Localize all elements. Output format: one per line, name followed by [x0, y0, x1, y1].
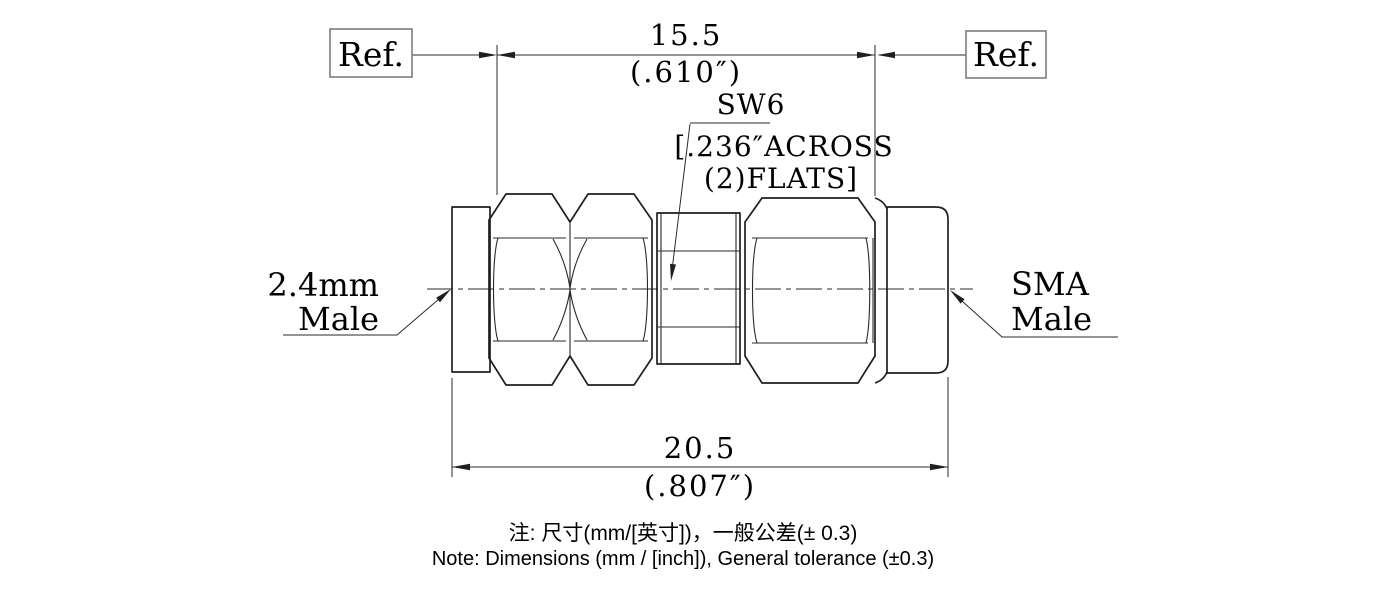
- ref-label-left: Ref.: [338, 35, 404, 74]
- right-port-leader-line: [951, 291, 1118, 338]
- dim-extension-lines: [451, 45, 949, 477]
- dim-overall-inch-label: (.807″): [644, 469, 756, 503]
- dim-top-mm-label: 15.5: [650, 18, 723, 52]
- sw6-note-line2: (2)FLATS]: [704, 162, 858, 195]
- dim-overall-mm-label: 20.5: [664, 431, 737, 465]
- sw6-note-line1: [.236″ACROSS: [674, 130, 893, 163]
- left-port-leader-line: [283, 292, 447, 336]
- sw6-leader-line: [672, 122, 770, 267]
- note-line-en: Note: Dimensions (mm / [inch]), General …: [432, 548, 934, 570]
- left-port-label-line1: 2.4mm: [267, 266, 379, 304]
- dim-top-left-arrow: [497, 51, 515, 59]
- ref-left-arrow: [479, 51, 497, 59]
- coupling-nut-outline: [488, 193, 653, 386]
- right-port-leader-arrow: [950, 290, 965, 304]
- sma-hex-chamfer-curves: [751, 237, 871, 344]
- ref-right-arrow: [877, 51, 895, 59]
- dim-overall-left-arrow: [452, 463, 470, 471]
- sw6-label: SW6: [717, 88, 786, 121]
- sw6-leader-arrow: [670, 263, 676, 281]
- coupling-nut-face-lines: [493, 237, 648, 342]
- ref-label-right: Ref.: [973, 35, 1039, 74]
- sma-hex-outline: [744, 197, 876, 384]
- ref-box-left: [329, 28, 413, 78]
- right-port-label-line1: SMA: [1011, 265, 1090, 303]
- left-barrel-outline: [451, 206, 491, 373]
- sw6-hex-section-lines: [657, 213, 740, 364]
- note-line-zh: 注: 尺寸(mm/[英寸])，一般公差(± 0.3): [509, 522, 858, 545]
- ref-box-right: [965, 30, 1047, 79]
- sma-hex-face-lines: [752, 237, 874, 344]
- sma-neck-transition: [874, 197, 888, 384]
- sw6-hex-section-outline: [656, 212, 741, 365]
- sma-barrel-outline: [886, 206, 949, 374]
- dim-top-right-arrow: [857, 51, 875, 59]
- right-port-label-line2: Male: [1011, 300, 1092, 338]
- left-port-label-line2: Male: [298, 300, 379, 338]
- dim-top-inch-label: (.610″): [630, 55, 742, 89]
- left-port-leader-arrow: [436, 289, 451, 303]
- coupling-nut-chamfer-curves: [492, 237, 649, 342]
- dim-overall-right-arrow: [930, 463, 948, 471]
